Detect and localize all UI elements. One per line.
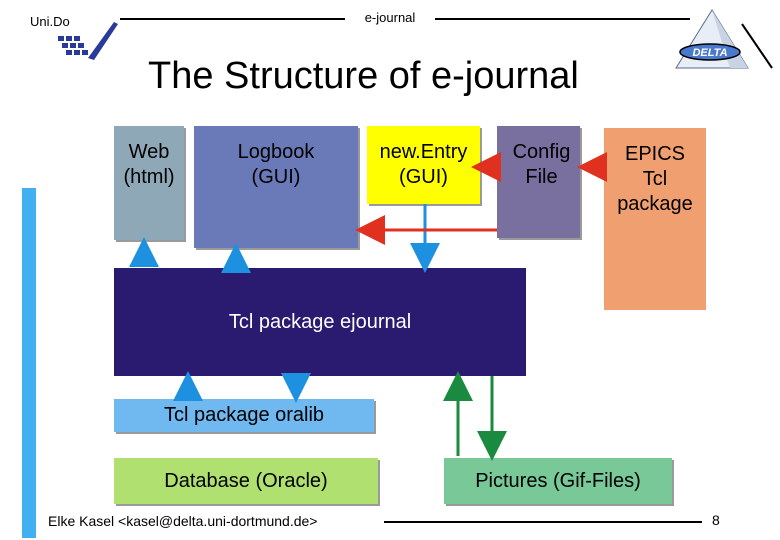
tcl-oralib-box: Tcl package oralib (114, 399, 374, 432)
page-number: 8 (712, 512, 720, 528)
pictures-box: Pictures (Gif-Files) (444, 458, 672, 504)
config-file-box: Config File (497, 126, 580, 238)
tcl-ejournal-box: Tcl package ejournal (114, 268, 526, 376)
header-line-left (120, 18, 345, 20)
delta-logo: DELTA (675, 9, 773, 69)
header-left-label: Uni.Do (30, 14, 70, 29)
web-box: Web (html) (114, 126, 184, 240)
logbook-box: Logbook (GUI) (194, 126, 358, 248)
header-line-right (435, 18, 690, 20)
epics-tcl-box: EPICS Tcl package (604, 128, 706, 310)
accent-bar (22, 188, 36, 538)
footer-line (384, 521, 702, 523)
header-center-label: e-journal (364, 10, 416, 25)
new-entry-box: new.Entry (GUI) (367, 126, 480, 204)
page-title: The Structure of e-journal (148, 55, 579, 97)
unido-logo (58, 22, 118, 60)
svg-text:DELTA: DELTA (692, 47, 727, 59)
footer-author: Elke Kasel <kasel@delta.uni-dortmund.de> (48, 513, 318, 529)
database-box: Database (Oracle) (114, 458, 378, 504)
